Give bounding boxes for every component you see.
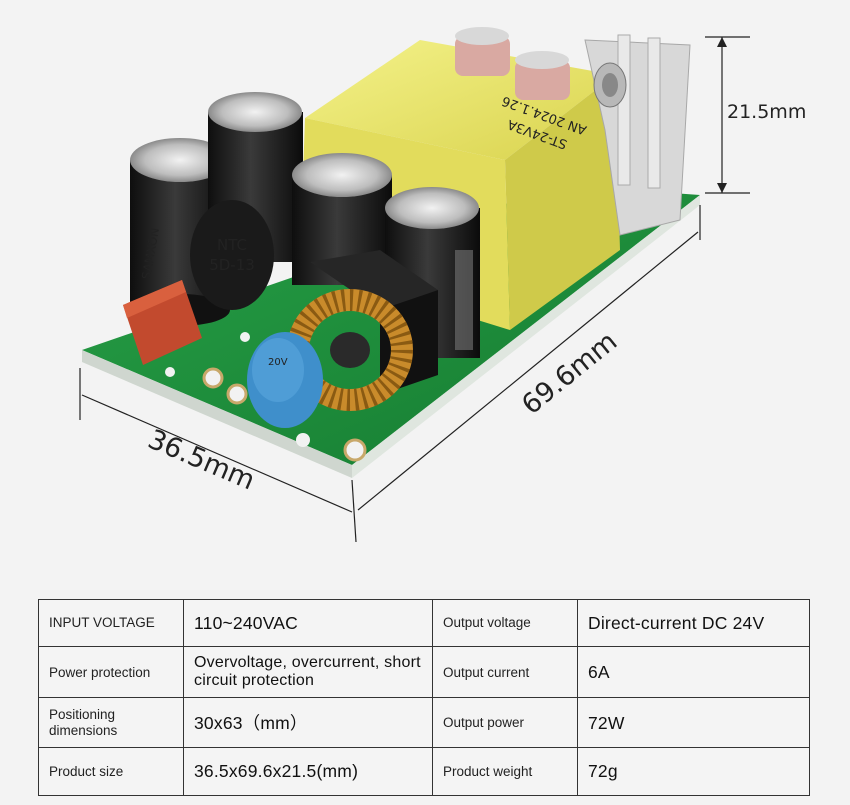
spec-row: Product size 36.5x69.6x21.5(mm) Product …: [38, 746, 810, 797]
width-label: 36.5mm: [143, 424, 259, 497]
height-label: 21.5mm: [727, 101, 806, 123]
spec-value: Overvoltage, overcurrent, short circuit …: [183, 646, 433, 699]
spec-row: Power protection Overvoltage, overcurren…: [38, 646, 810, 699]
varistor-label: 20V: [268, 357, 288, 368]
power-module-illustration: ST-24V3A AN 2024.1.26 SAMXON N: [79, 27, 806, 543]
spec-value: 72W: [577, 697, 810, 748]
spec-value: 110~240VAC: [183, 598, 433, 648]
spec-row: INPUT VOLTAGE 110~240VAC Output voltage …: [38, 598, 810, 648]
spec-label: Output power: [432, 697, 578, 748]
ntc-label-2: 5D-13: [209, 256, 255, 274]
spec-label: Output voltage: [432, 598, 578, 648]
heatsink: [584, 34, 691, 236]
height-dimension: 21.5mm: [705, 36, 806, 194]
spec-label: Product size: [38, 746, 184, 797]
varistor: 20V: [247, 332, 323, 428]
product-photo: ST-24V3A AN 2024.1.26 SAMXON N: [79, 27, 806, 543]
length-label: 69.6mm: [516, 326, 623, 421]
spec-value: 6A: [577, 646, 810, 699]
spec-value: 30x63（mm）: [183, 697, 433, 748]
spec-label: Product weight: [432, 746, 578, 797]
spec-label: Power protection: [38, 646, 184, 699]
ntc-label-1: NTC: [217, 236, 247, 254]
spec-value: 72g: [577, 746, 810, 797]
ntc-thermistor: NTC 5D-13: [190, 200, 274, 310]
spec-value: 36.5x69.6x21.5(mm): [183, 746, 433, 797]
spec-row: Positioning dimensions 30x63（mm） Output …: [38, 697, 810, 748]
x-capacitor: [123, 280, 202, 365]
small-capacitors: [455, 27, 570, 100]
spec-label: INPUT VOLTAGE: [38, 598, 184, 648]
spec-value: Direct-current DC 24V: [577, 598, 810, 648]
spec-label: Output current: [432, 646, 578, 699]
spec-label: Positioning dimensions: [38, 697, 184, 748]
spec-table: INPUT VOLTAGE 110~240VAC Output voltage …: [38, 598, 810, 797]
